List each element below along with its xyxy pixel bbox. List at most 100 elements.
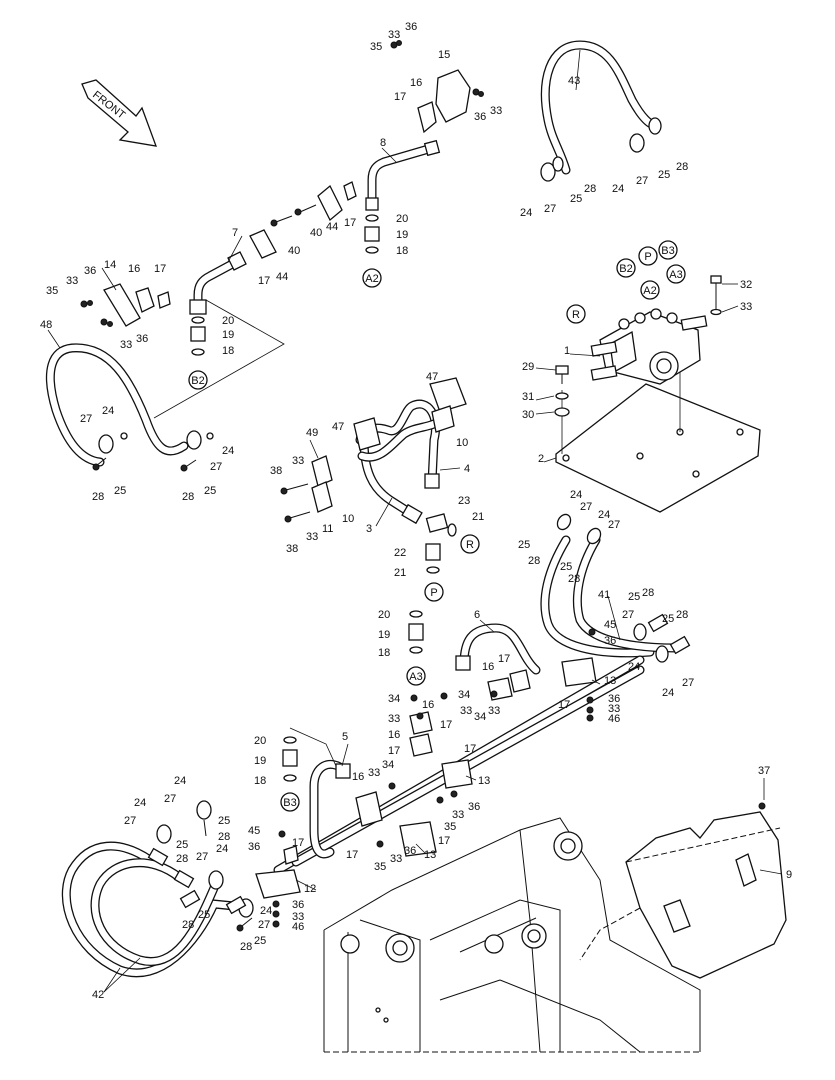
fitting-stack-a3	[408, 610, 424, 654]
part-number-label: 33	[66, 275, 78, 287]
part-number-label: 36	[474, 111, 486, 123]
part-number-label: 27	[210, 461, 222, 473]
bracket-14	[80, 283, 171, 327]
part-number-label: 21	[394, 567, 406, 579]
part-number-label: 41	[598, 589, 610, 601]
part-number-label: 27	[196, 851, 208, 863]
part-number-label: 35	[370, 41, 382, 53]
fitting-stack-upper	[364, 214, 380, 254]
callout-b2-valve: B2	[616, 258, 636, 278]
part-number-label: 20	[254, 735, 266, 747]
hose-41	[540, 513, 691, 663]
part-number-label: 33	[460, 705, 472, 717]
fitting-stack-center	[425, 543, 441, 574]
part-number-label: 28	[176, 853, 188, 865]
part-number-label: 34	[388, 693, 400, 705]
part-number-label: 48	[40, 319, 52, 331]
part-number-label: 33	[608, 703, 620, 715]
part-number-label: 34	[458, 689, 470, 701]
hose-43	[540, 40, 662, 182]
callout-a2-valve: A2	[640, 280, 660, 300]
part-number-label: 24	[222, 445, 234, 457]
part-number-label: 18	[254, 775, 266, 787]
part-number-label: 17	[344, 217, 356, 229]
part-number-label: 28	[218, 831, 230, 843]
part-number-label: 25	[662, 613, 674, 625]
part-number-label: 42	[92, 989, 104, 1001]
part-number-label: 17	[438, 835, 450, 847]
part-number-label: 6	[474, 609, 480, 621]
front-arrow: FRONT	[81, 79, 157, 147]
mounting-plate-2	[555, 372, 761, 513]
part-number-label: 24	[570, 489, 582, 501]
part-number-label: 28	[92, 491, 104, 503]
part-number-label: 36	[608, 693, 620, 705]
part-number-label: 27	[636, 175, 648, 187]
part-number-label: 25	[628, 591, 640, 603]
part-number-label: 16	[352, 771, 364, 783]
part-number-label: 49	[306, 427, 318, 439]
part-number-label: 45	[604, 619, 616, 631]
part-number-label: 33	[490, 105, 502, 117]
part-number-label: 5	[342, 731, 348, 743]
part-number-label: 27	[580, 501, 592, 513]
part-number-label: 21	[472, 511, 484, 523]
part-number-label: 17	[464, 743, 476, 755]
part-number-label: 28	[182, 491, 194, 503]
part-number-label: 20	[222, 315, 234, 327]
part-number-label: 30	[522, 409, 534, 421]
part-number-label: 34	[382, 759, 394, 771]
part-number-label: 25	[518, 539, 530, 551]
part-number-label: 33	[368, 767, 380, 779]
svg-text:B3: B3	[283, 797, 296, 809]
part-number-label: 36	[292, 899, 304, 911]
rail-bolts	[272, 628, 596, 928]
part-number-label: 28	[528, 555, 540, 567]
part-number-label: 27	[124, 815, 136, 827]
callout-p-valve: P	[638, 246, 658, 266]
svg-text:A2: A2	[365, 273, 378, 285]
part-number-label: 17	[346, 849, 358, 861]
pipe-3	[359, 435, 423, 525]
part-number-label: 22	[394, 547, 406, 559]
part-number-label: 36	[604, 635, 616, 647]
part-number-label: 28	[642, 587, 654, 599]
leader-b3-group	[289, 727, 337, 767]
part-number-label: 12	[304, 883, 316, 895]
part-number-label: 33	[452, 809, 464, 821]
part-number-label: 3	[366, 523, 372, 535]
part-number-label: 17	[558, 699, 570, 711]
part-number-label: 24	[174, 775, 186, 787]
part-number-label: 24	[216, 843, 228, 855]
part-number-label: 20	[378, 609, 390, 621]
part-number-label: 29	[522, 361, 534, 373]
part-number-label: 24	[612, 183, 624, 195]
part-number-label: 18	[222, 345, 234, 357]
clamp-group-center	[280, 377, 467, 523]
part-number-label: 16	[422, 699, 434, 711]
svg-text:A2: A2	[643, 285, 656, 297]
part-number-label: 19	[254, 755, 266, 767]
svg-text:P: P	[644, 251, 651, 263]
part-number-label: 28	[240, 941, 252, 953]
part-number-label: 36	[468, 801, 480, 813]
part-number-label: 24	[598, 509, 610, 521]
part-number-label: 28	[676, 609, 688, 621]
part-number-label: 11	[322, 523, 333, 535]
part-number-label: 10	[342, 513, 354, 525]
part-number-label: 33	[388, 713, 400, 725]
part-number-label: 24	[102, 405, 114, 417]
part-number-label: 27	[622, 609, 634, 621]
callout-b3-lower: B3	[280, 792, 300, 812]
fitting-stack-b3	[282, 736, 298, 782]
part-number-label: 17	[154, 263, 166, 275]
part-number-label: 14	[104, 259, 116, 271]
part-number-label: 10	[456, 437, 468, 449]
part-number-label: 16	[482, 661, 494, 673]
part-number-label: 2	[538, 453, 544, 465]
part-number-label: 37	[758, 765, 770, 777]
part-number-label: 28	[568, 573, 580, 585]
part-number-label: 44	[276, 271, 288, 283]
svg-text:A3: A3	[669, 269, 682, 281]
part-number-label: 27	[80, 413, 92, 425]
